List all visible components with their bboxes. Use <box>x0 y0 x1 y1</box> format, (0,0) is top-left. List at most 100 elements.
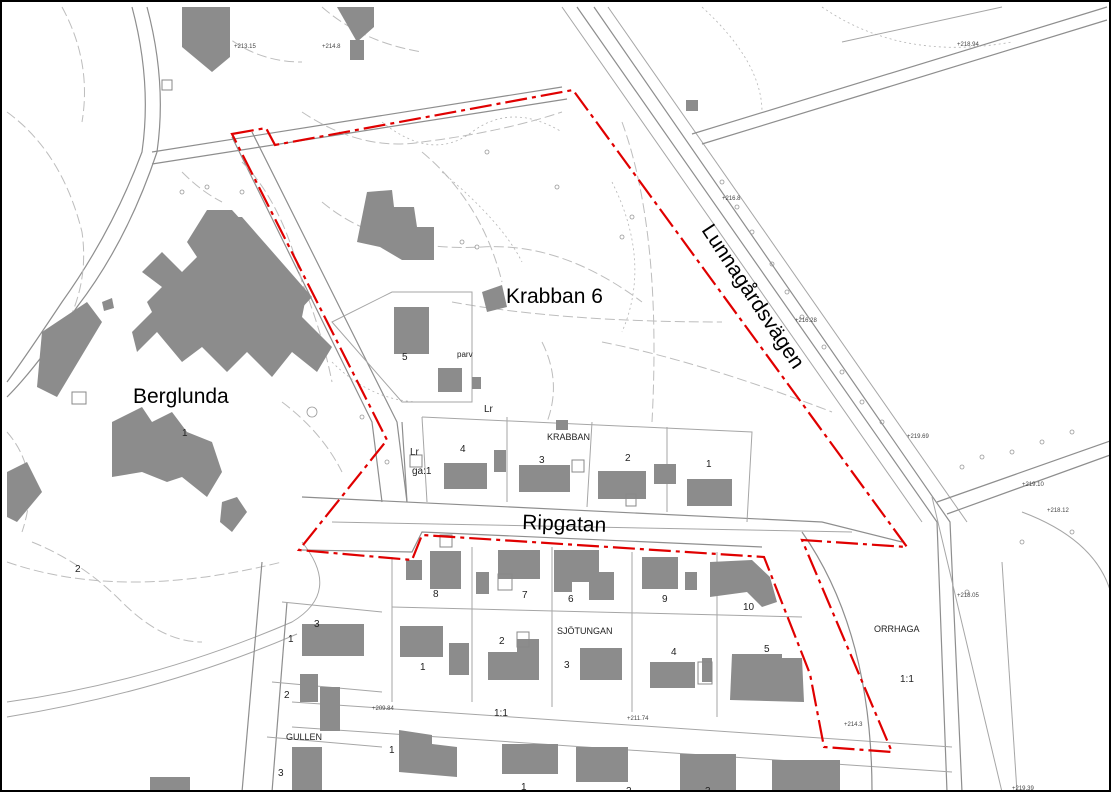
plan-boundary <box>230 88 910 754</box>
building <box>482 285 507 312</box>
garage-marker <box>625 493 637 507</box>
label-berglunda: Berglunda <box>133 385 229 408</box>
land-use-label: Lr <box>484 404 494 415</box>
building <box>37 302 102 397</box>
svg-text:+216.8: +216.8 <box>722 196 741 202</box>
district-label-gullen: GULLEN <box>286 732 322 742</box>
label-lunnagardsvagen: Lunnagårdsvägen <box>697 220 809 373</box>
svg-text:+213.15: +213.15 <box>234 44 257 50</box>
building <box>598 471 646 499</box>
plot-number: 7 <box>522 590 528 601</box>
land-use-label: ga:1 <box>412 466 432 477</box>
building <box>112 407 222 497</box>
plot-number: 6 <box>568 594 574 605</box>
building <box>476 572 489 594</box>
base-linework <box>6 6 1109 790</box>
building <box>7 462 42 522</box>
building <box>488 639 539 680</box>
svg-text:+219.69: +219.69 <box>907 434 930 440</box>
building <box>680 754 736 790</box>
plot-number: 1 <box>521 782 527 792</box>
scale-label: 1:1 <box>900 674 914 685</box>
building <box>430 551 461 589</box>
garage-marker <box>516 631 530 648</box>
plot-number: 2 <box>499 636 505 647</box>
plot-number: 4 <box>460 444 466 455</box>
building <box>772 760 840 790</box>
building <box>222 217 312 310</box>
building <box>406 560 422 580</box>
buildings <box>7 7 840 790</box>
building <box>394 307 429 354</box>
building <box>337 7 374 42</box>
svg-text:+214.3: +214.3 <box>844 722 863 728</box>
building <box>302 624 364 656</box>
plot-number: 2 <box>626 786 632 792</box>
garage-marker <box>71 391 87 405</box>
plot-number: 4 <box>671 647 677 658</box>
building <box>654 464 676 484</box>
building <box>580 648 622 680</box>
building <box>554 550 614 600</box>
building <box>710 560 777 607</box>
elevation-marks: +213.15 +214.8 +218.94 +216.8 +216.28 +2… <box>234 42 1070 792</box>
building <box>357 190 434 260</box>
plot-number: 1 <box>706 459 712 470</box>
label-ripgatan: Ripgatan <box>522 511 607 537</box>
building <box>650 662 695 688</box>
building <box>350 40 364 60</box>
building <box>687 479 732 506</box>
building <box>400 626 443 657</box>
building <box>686 100 698 111</box>
svg-text:+216.28: +216.28 <box>795 318 818 324</box>
garage-marker <box>497 573 513 591</box>
building <box>556 420 568 430</box>
district-label-orrhaga: ORRHAGA <box>874 624 920 634</box>
scale-label: 1:1 <box>494 708 508 719</box>
svg-text:+214.8: +214.8 <box>322 44 341 50</box>
garage-marker <box>409 454 423 468</box>
plot-number: 3 <box>314 619 320 630</box>
district-label-sjotungan: SJÖTUNGAN <box>557 626 613 636</box>
svg-text:+218.05: +218.05 <box>957 593 980 599</box>
plot-numbers: 4 3 2 1 5 8 7 6 9 10 1 2 3 4 5 1 2 1 2 3… <box>75 352 770 792</box>
garage-marker <box>571 459 585 473</box>
plot-number: 1 <box>288 634 294 645</box>
district-label-krabban: KRABBAN <box>547 432 590 442</box>
building <box>702 658 712 682</box>
plot-number: 2 <box>284 690 290 701</box>
plot-number: 5 <box>402 352 408 363</box>
district-labels: KRABBAN SJÖTUNGAN ORRHAGA GULLEN 1:1 1:1… <box>286 350 920 742</box>
plot-number: 1 <box>420 662 426 673</box>
svg-text:+218.12: +218.12 <box>1047 508 1070 514</box>
building <box>438 368 462 392</box>
building <box>519 465 570 492</box>
svg-text:+211.74: +211.74 <box>627 716 649 722</box>
plot-number: 5 <box>764 644 770 655</box>
land-use-label: Lr <box>410 447 420 458</box>
berglunda-building <box>132 210 332 377</box>
svg-text:+209.84: +209.84 <box>372 706 395 712</box>
building <box>685 572 697 590</box>
building <box>472 377 481 389</box>
grid-marker <box>161 79 173 91</box>
building <box>320 687 340 731</box>
building <box>498 550 540 579</box>
building <box>449 643 469 675</box>
garage-marker <box>697 661 713 685</box>
building <box>444 463 487 489</box>
plot-number: 3 <box>564 660 570 671</box>
building <box>292 747 322 790</box>
garage-marker <box>439 534 453 548</box>
label-krabban-6: Krabban 6 <box>506 285 603 308</box>
svg-text:+219.10: +219.10 <box>1022 482 1045 488</box>
plot-number: 3 <box>278 768 284 779</box>
svg-text:+218.94: +218.94 <box>957 42 980 48</box>
plot-number: 2 <box>75 564 81 575</box>
land-use-label: parv <box>457 350 473 359</box>
plot-number: 3 <box>705 786 711 792</box>
svg-text:+219.39: +219.39 <box>1012 786 1035 792</box>
plot-number: 3 <box>539 455 545 466</box>
building <box>182 7 230 72</box>
